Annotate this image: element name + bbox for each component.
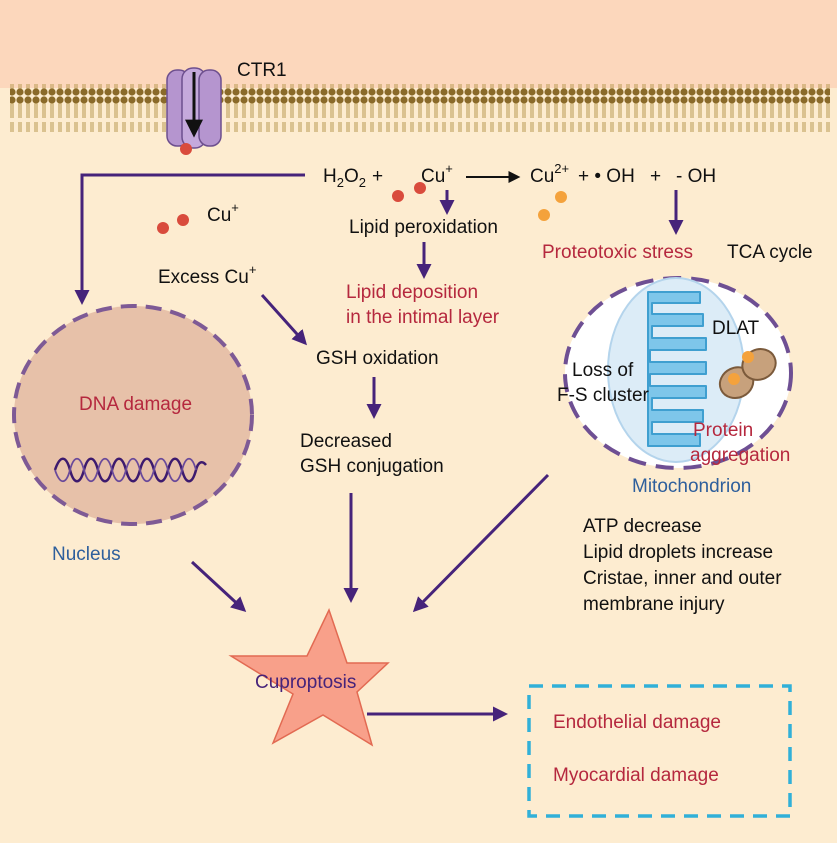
lipid-bilayer xyxy=(10,84,830,132)
copper-ion xyxy=(414,182,426,194)
mitochondrial-cristae xyxy=(647,291,707,447)
loss-fs-cluster-label-line2: F-S cluster xyxy=(557,385,650,406)
dlat-label: DLAT xyxy=(712,318,760,339)
arrow-mitochondrion-to-cuproptosis xyxy=(412,473,550,613)
cuproptosis-label: Cuproptosis xyxy=(255,672,356,693)
arrow-to-gsh-oxidation xyxy=(260,293,308,346)
myocardial-damage-label: Myocardial damage xyxy=(553,765,719,786)
copper-ion xyxy=(392,190,404,202)
effect-item: Cristae, inner and outer xyxy=(583,568,782,589)
effect-item: membrane injury xyxy=(583,594,725,615)
arrow-to-nucleus xyxy=(74,173,305,305)
free-copper-label: Cu+ xyxy=(207,200,239,226)
nucleus-label: Nucleus xyxy=(52,544,121,565)
dna-damage-label: DNA damage xyxy=(79,394,192,415)
excess-copper-label: Excess Cu+ xyxy=(158,262,256,288)
cuproptosis-star xyxy=(228,608,390,747)
copper-ion xyxy=(157,222,169,234)
reaction-plus: + xyxy=(650,166,661,187)
copper-ion xyxy=(177,214,189,226)
copper-ion-oxidized xyxy=(742,351,754,363)
copper-ion-oxidized xyxy=(728,373,740,385)
loss-fs-cluster-label: Loss of xyxy=(572,360,634,381)
outcomes-box xyxy=(527,684,792,818)
dna-strand xyxy=(54,457,197,483)
endothelial-damage-label: Endothelial damage xyxy=(553,712,721,733)
reaction-cu-plus: Cu+ xyxy=(421,161,453,187)
reaction-cu2: Cu2+ xyxy=(530,161,569,187)
decreased-gsh-label-line2: GSH conjugation xyxy=(300,456,444,477)
protein-aggregation-label-line2: aggregation xyxy=(690,445,790,466)
dna-strand xyxy=(53,457,207,483)
mitochondrion-label: Mitochondrion xyxy=(632,476,751,497)
gsh-oxidation-label: GSH oxidation xyxy=(316,348,439,369)
proteotoxic-stress-label: Proteotoxic stress xyxy=(542,242,693,263)
decreased-gsh-label: Decreased xyxy=(300,431,392,452)
arrow-nucleus-to-cuproptosis xyxy=(190,560,247,613)
lipid-deposition-label-line2: in the intimal layer xyxy=(346,307,500,328)
reaction-hydroxyl-radical: + • OH xyxy=(578,166,635,187)
lipid-peroxidation-label: Lipid peroxidation xyxy=(349,217,498,238)
protein-aggregation-label: Protein xyxy=(693,420,753,441)
extracellular-space xyxy=(0,0,837,88)
reaction-hydroxide: - OH xyxy=(676,166,716,187)
ctr1-label: CTR1 xyxy=(237,60,287,81)
reaction-h2o2: H2O2+ xyxy=(323,166,383,190)
effect-item: ATP decrease xyxy=(583,516,702,537)
copper-ion-oxidized xyxy=(538,209,550,221)
effect-item: Lipid droplets increase xyxy=(583,542,773,563)
tca-cycle-label: TCA cycle xyxy=(727,242,813,263)
copper-ion xyxy=(180,143,192,155)
copper-ion-oxidized xyxy=(555,191,567,203)
lipid-deposition-label: Lipid deposition xyxy=(346,282,478,303)
nucleus xyxy=(12,304,254,526)
